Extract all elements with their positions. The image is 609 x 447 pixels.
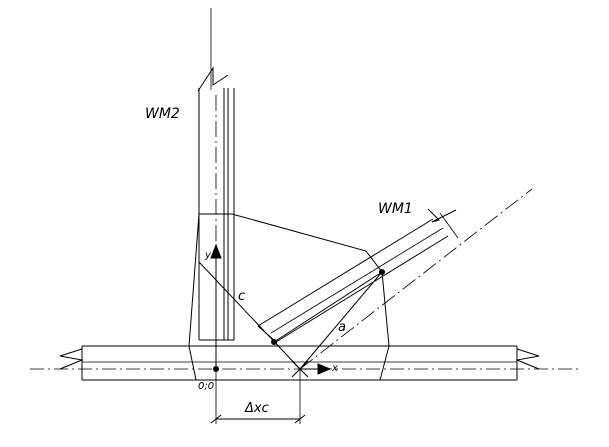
label-origin: 0;0 — [198, 381, 214, 392]
point-a — [379, 269, 385, 275]
label-axis-y: y — [204, 250, 212, 261]
chord-break-right — [515, 348, 540, 370]
point-c — [271, 339, 277, 345]
dimension-delta-xc — [210, 370, 306, 424]
chord-break-left — [59, 348, 84, 370]
label-axis-x: x — [331, 363, 338, 374]
label-a: a — [338, 320, 346, 335]
construction-line-c — [198, 261, 301, 370]
label-wm1: WM1 — [378, 201, 413, 217]
construction-line-c-to-a — [273, 271, 383, 343]
label-c: c — [238, 289, 245, 304]
point-origin — [213, 366, 219, 372]
gusset-plate — [188, 213, 390, 381]
label-wm2: WM2 — [145, 106, 180, 122]
label-delta-xc: Δxc — [244, 401, 269, 416]
construction-line-a — [299, 271, 383, 370]
x-axis-arrow — [317, 363, 332, 375]
y-axis-arrow — [210, 243, 222, 259]
